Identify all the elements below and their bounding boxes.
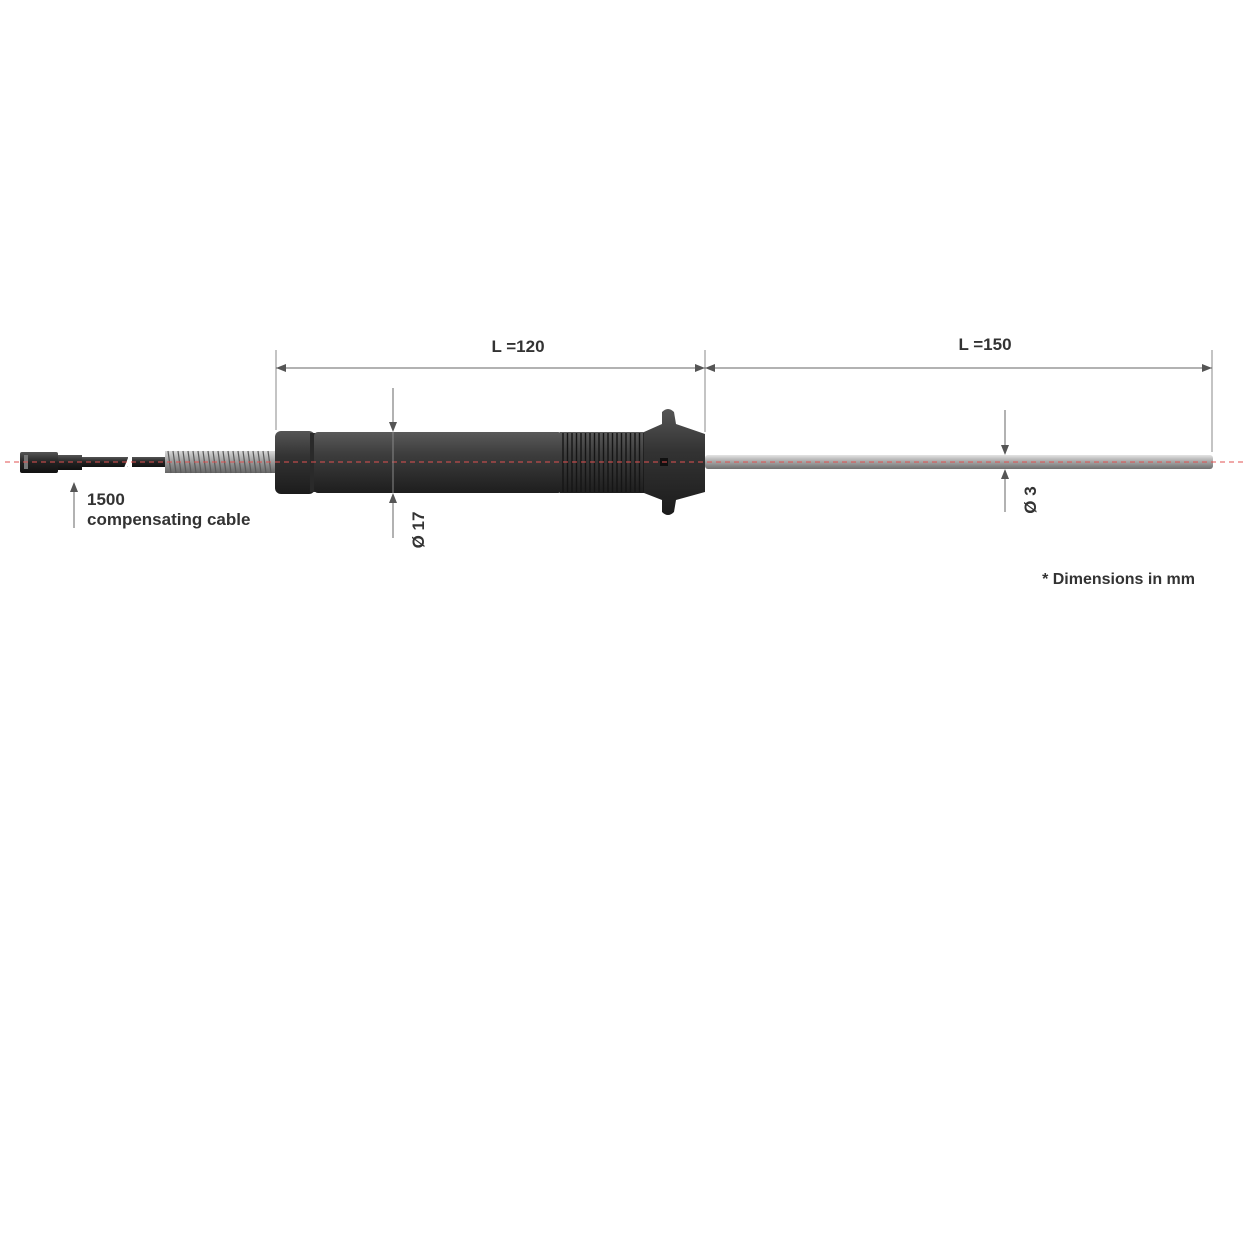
cable-length-callout: 1500 compensating cable bbox=[70, 482, 250, 529]
cable-length-label: 1500 bbox=[87, 490, 125, 509]
handle-length-label: L =120 bbox=[491, 337, 544, 356]
handle-diameter-dimension: Ø 17 bbox=[389, 388, 428, 548]
spring-coil bbox=[182, 450, 187, 474]
probe-length-label: L =150 bbox=[958, 335, 1011, 354]
probe-diameter-dimension: Ø 3 bbox=[1001, 410, 1040, 514]
probe-diameter-label: Ø 3 bbox=[1021, 486, 1040, 513]
handle-diameter-label: Ø 17 bbox=[409, 512, 428, 549]
spring-coil bbox=[252, 450, 257, 474]
spring-coil bbox=[262, 450, 267, 474]
handle-length-dimension: L =120 bbox=[275, 337, 706, 432]
spring-coil bbox=[172, 450, 177, 474]
cable-description-label: compensating cable bbox=[87, 510, 250, 529]
spring-coil bbox=[217, 450, 222, 474]
probe-length-dimension: L =150 bbox=[705, 335, 1213, 452]
dimensions-note: * Dimensions in mm bbox=[1042, 571, 1195, 588]
spring-coil bbox=[197, 450, 202, 474]
spring-coil bbox=[207, 450, 212, 474]
spring-coil bbox=[227, 450, 232, 474]
spring-coil bbox=[242, 450, 247, 474]
